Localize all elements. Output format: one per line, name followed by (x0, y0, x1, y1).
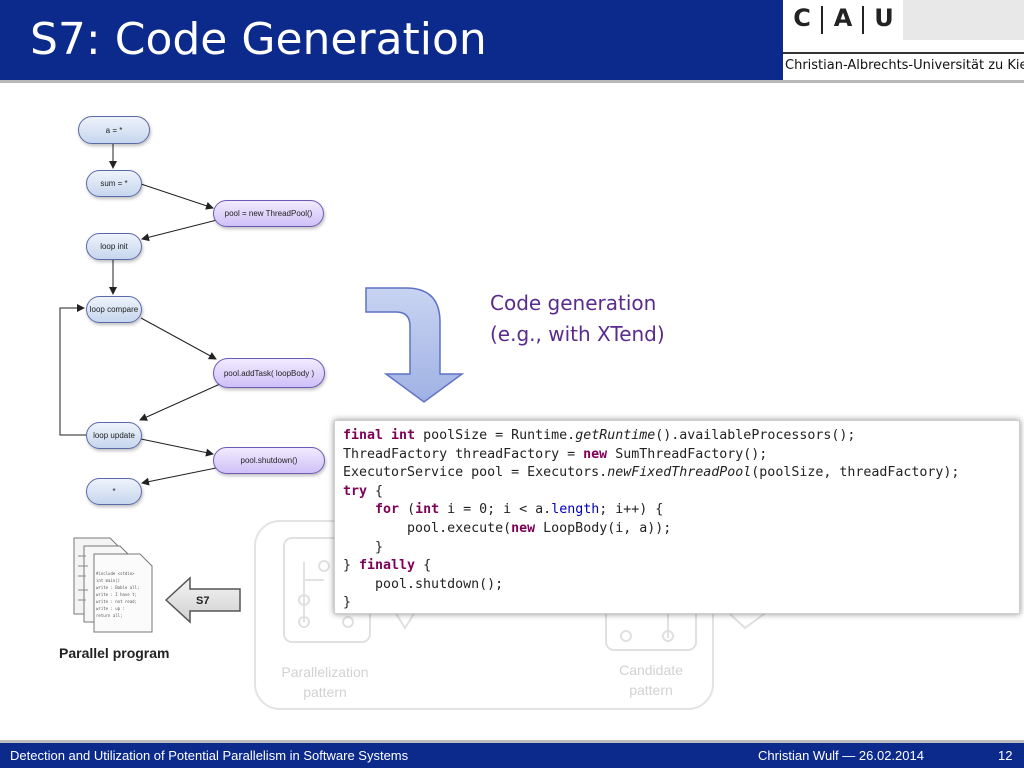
logo-letters: C A U (783, 0, 903, 40)
code-line: } (343, 539, 384, 555)
code-generation-note-line1: Code generation (490, 291, 657, 315)
logo-letter-u: U (874, 4, 894, 32)
logo-letter-c: C (793, 4, 811, 32)
code-generation-arrow-icon (365, 287, 465, 403)
generated-code-panel: final int poolSize = Runtime.getRuntime(… (334, 420, 1020, 614)
logo-letter-a: A (833, 4, 853, 32)
flow-node-loop-init: loop init (86, 233, 142, 260)
code-line: pool.execute(new LoopBody(i, a)); (343, 520, 672, 536)
flow-node-shutdown: pool.shutdown() (213, 447, 325, 474)
header-bar: S7: Code Generation C A U Christian-Albr… (0, 0, 1024, 80)
university-logo: C A U Christian-Albrechts-Universität zu… (783, 0, 1024, 80)
parallel-program-document-icon (73, 537, 153, 633)
code-generation-note: Code generation (e.g., with XTend) (490, 288, 665, 350)
flow-node-loop-update: loop update (86, 422, 142, 449)
background-label-parallelization: Parallelization pattern (281, 664, 369, 700)
s7-arrow-label: S7 (196, 595, 210, 607)
flow-node-add-task: pool.addTask( loopBody ) (213, 358, 325, 388)
logo-divider (821, 6, 823, 34)
header-divider (0, 80, 1024, 83)
code-line: ExecutorService pool = Executors.newFixe… (343, 465, 960, 481)
footer-divider (0, 740, 1024, 743)
parallel-program-label: Parallel program (59, 645, 170, 661)
flow-node-loop-compare: loop compare (86, 296, 142, 323)
code-generation-note-line2: (e.g., with XTend) (490, 322, 665, 346)
generated-code: final int poolSize = Runtime.getRuntime(… (335, 421, 1019, 619)
document-line: write : Bable all; (96, 585, 140, 590)
footer-title: Detection and Utilization of Potential P… (10, 748, 409, 763)
slide-title: S7: Code Generation (30, 14, 487, 65)
code-line: } (343, 595, 352, 611)
code-line: try { (343, 483, 384, 499)
s7-arrow-icon (164, 576, 241, 624)
document-line: write : I have t; (96, 592, 137, 597)
logo-divider (862, 6, 864, 34)
flow-node-end: * (86, 478, 142, 505)
logo-rule (783, 52, 1024, 54)
logo-grey-block (903, 0, 1024, 40)
flow-node-sum: sum = * (86, 170, 142, 197)
footer-bar: Detection and Utilization of Potential P… (0, 743, 1024, 768)
footer-page-number: 12 (998, 748, 1013, 763)
code-line: } finally { (343, 558, 432, 574)
flow-node-pool-init: pool = new ThreadPool() (213, 200, 324, 227)
document-line: write : up : (96, 606, 125, 611)
document-line: int main() (96, 578, 121, 583)
code-line: final int poolSize = Runtime.getRuntime(… (343, 428, 856, 443)
code-line: for (int i = 0; i < a.length; i++) { (375, 502, 664, 518)
document-line: return all; (96, 613, 123, 618)
logo-subtitle: Christian-Albrechts-Universität zu Kiel (785, 58, 1024, 73)
background-label-candidate: Candidate pattern (619, 662, 683, 698)
document-code-lines: #include <stdio> int main() write : Bable … (96, 570, 150, 619)
code-line: ThreadFactory threadFactory = new SumThr… (343, 446, 768, 462)
document-line: #include <stdio> (96, 571, 135, 576)
document-line: write : not read; (96, 599, 137, 604)
footer-author-date: Christian Wulf — 26.02.2014 (758, 748, 924, 763)
code-line: pool.shutdown(); (343, 576, 504, 592)
flow-node-a: a = * (78, 116, 150, 144)
